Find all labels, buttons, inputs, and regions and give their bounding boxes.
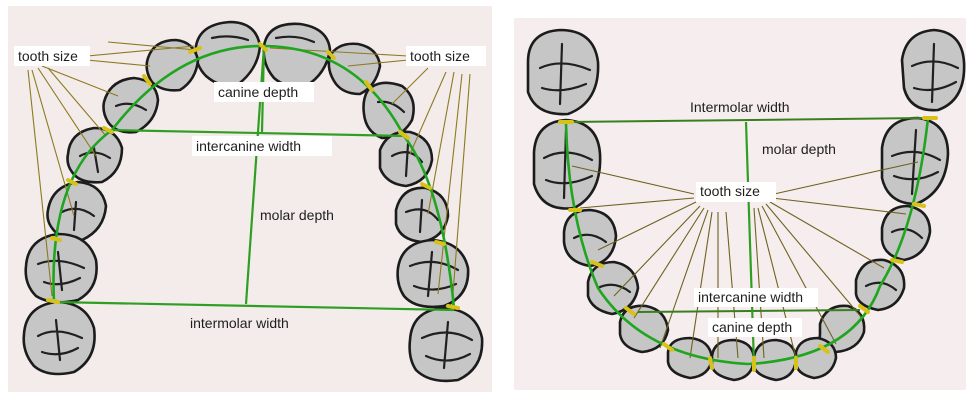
- tooth-upper-molar1-left: [26, 234, 97, 302]
- tooth-upper-central-left: [196, 22, 260, 86]
- tooth-upper-molar1-right: [398, 240, 469, 307]
- label-intermolar-width: intermolar width: [190, 315, 289, 331]
- label-intercanine-width: intercanine width: [196, 138, 301, 154]
- label-intercanine-width: intercanine width: [698, 289, 803, 305]
- label-canine-depth: canine depth: [218, 84, 298, 100]
- upper-intermolar-line: [54, 302, 454, 310]
- lower-labels: Intermolar width molar depth tooth size …: [690, 99, 836, 337]
- upper-arch-diagram: tooth size tooth size canine depth inter…: [8, 6, 492, 392]
- lower-arch-panel: Intermolar width molar depth tooth size …: [514, 18, 966, 390]
- lower-intermolar-line: [566, 118, 928, 122]
- label-tooth-size-left: tooth size: [18, 48, 78, 64]
- tooth-lower-premolar2-left: [564, 210, 616, 266]
- tooth-lower-premolar2-right: [882, 206, 930, 260]
- tooth-lower-molar2-left: [528, 30, 598, 114]
- upper-arch-panel: tooth size tooth size canine depth inter…: [8, 6, 492, 392]
- tooth-upper-molar2-left: [24, 302, 95, 374]
- label-molar-depth: molar depth: [260, 207, 334, 223]
- label-tooth-size: tooth size: [700, 183, 760, 199]
- label-canine-depth: canine depth: [712, 319, 792, 335]
- label-molar-depth: molar depth: [762, 141, 836, 157]
- label-intermolar-width: Intermolar width: [690, 99, 790, 115]
- lower-arch-diagram: Intermolar width molar depth tooth size …: [514, 18, 966, 390]
- label-tooth-size-right: tooth size: [410, 48, 470, 64]
